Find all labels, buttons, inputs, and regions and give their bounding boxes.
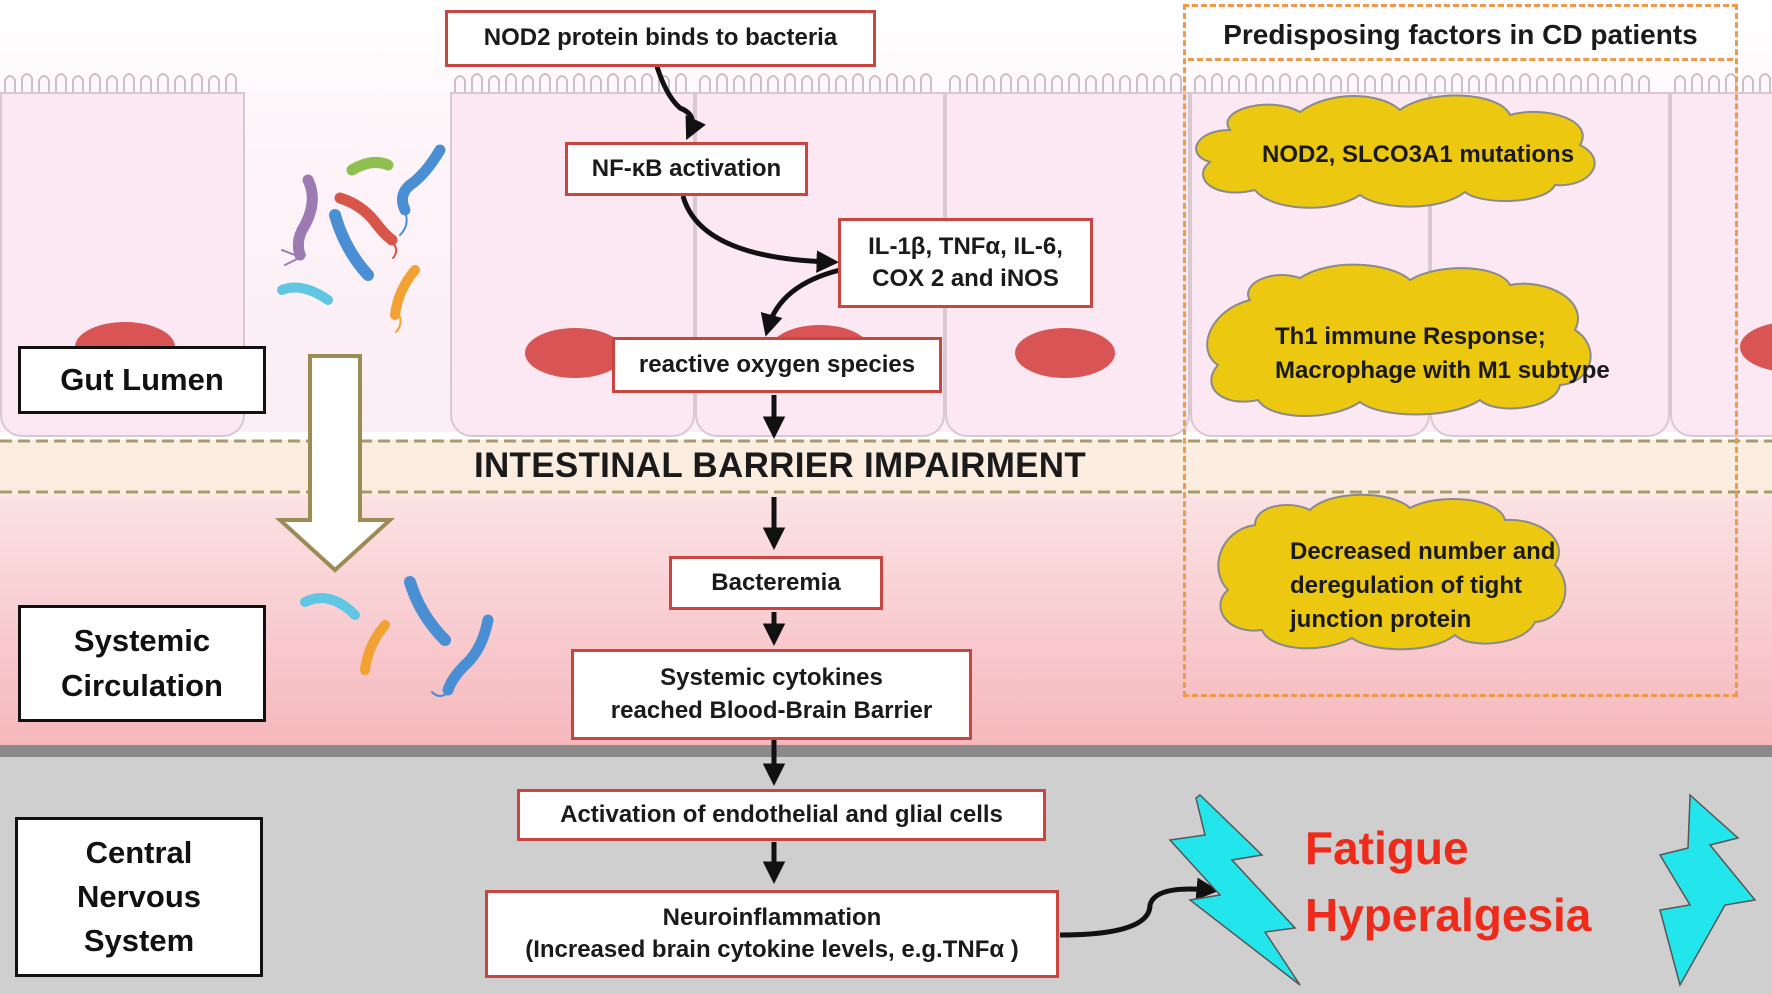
microvilli	[1434, 73, 1771, 92]
bacterium	[431, 691, 449, 697]
bacterium	[399, 211, 408, 236]
outcome-hyperalgesia: Hyperalgesia	[1305, 888, 1592, 941]
bacterium	[277, 282, 333, 305]
step-neuroinflammation: Neuroinflammation (Increased brain cytok…	[485, 890, 1059, 978]
outcomes: Fatigue Hyperalgesia	[1305, 815, 1591, 948]
factor-immune-text: Th1 immune Response; Macrophage with M1 …	[1275, 323, 1610, 385]
step-text: Systemic cytokines reached Blood-Brain B…	[610, 664, 933, 724]
step-systemic-cytokines: Systemic cytokines reached Blood-Brain B…	[571, 649, 972, 740]
bacterium	[334, 192, 398, 246]
flow-arrow	[652, 59, 706, 141]
step-cytokines: IL-1β, TNFα, IL-6, COX 2 and iNOS	[838, 218, 1093, 308]
barrier-band	[0, 440, 1772, 495]
flow-arrow	[760, 267, 841, 337]
factor-genetic: NOD2, SLCO3A1 mutations	[1262, 138, 1574, 172]
step-text: NF-κB activation	[591, 154, 782, 182]
step-text: reactive oxygen species	[638, 350, 916, 378]
translocation-arrow	[274, 354, 396, 573]
step-ros: reactive oxygen species	[612, 337, 942, 393]
step-endothelial-glial-activation: Activation of endothelial and glial cell…	[517, 789, 1046, 841]
region-cns: Central Nervous System	[15, 817, 263, 977]
region-gut-lumen-label: Gut Lumen	[60, 361, 224, 397]
flow-arrow	[1059, 877, 1219, 938]
step-nfkb-activation: NF-κB activation	[565, 142, 808, 196]
predisposing-factors-title: Predisposing factors in CD patients	[1188, 14, 1733, 56]
bacterium	[395, 316, 402, 333]
epithelial-cell	[1670, 92, 1772, 437]
cell-nucleus	[525, 328, 625, 378]
step-nod2-binding: NOD2 protein binds to bacteria	[445, 10, 876, 67]
region-systemic-circulation: Systemic Circulation	[18, 605, 266, 722]
microvilli	[949, 73, 1427, 92]
bacterium	[390, 265, 420, 320]
step-text: IL-1β, TNFα, IL-6, COX 2 and iNOS	[868, 232, 1063, 292]
bacterium	[346, 156, 394, 176]
outcome-fatigue: Fatigue	[1305, 822, 1469, 874]
factor-cloud	[1217, 493, 1567, 651]
factor-cloud	[1195, 94, 1596, 209]
factor-tight-junction: Decreased number and deregulation of tig…	[1290, 535, 1555, 637]
bacterium	[300, 593, 360, 620]
factor-immune: Th1 immune Response; Macrophage with M1 …	[1275, 320, 1610, 388]
predisposing-factors-panel	[1183, 4, 1738, 697]
bacterium	[360, 620, 390, 675]
microvilli	[454, 73, 932, 92]
lightning-icon	[1168, 794, 1301, 986]
factor-tight-junction-text: Decreased number and deregulation of tig…	[1290, 538, 1556, 634]
microvilli	[4, 73, 237, 92]
cell-nucleus	[1015, 328, 1115, 378]
factor-genetic-text: NOD2, SLCO3A1 mutations	[1262, 141, 1575, 168]
barrier-label: INTESTINAL BARRIER IMPAIRMENT	[473, 446, 1087, 485]
step-text: Bacteremia	[711, 568, 841, 596]
step-text: Activation of endothelial and glial cell…	[560, 800, 1003, 828]
flow-arrow	[680, 195, 839, 273]
bacterium	[442, 614, 494, 696]
bacterium	[281, 249, 306, 266]
lightning-icon	[1658, 793, 1757, 987]
step-text: NOD2 protein binds to bacteria	[483, 24, 838, 52]
bacterium	[329, 209, 374, 281]
bacterium	[391, 241, 398, 259]
region-systemic-circulation-label: Systemic Circulation	[61, 623, 223, 703]
step-bacteremia: Bacteremia	[669, 556, 883, 610]
bacterium	[396, 144, 446, 216]
step-text: Neuroinflammation (Increased brain cytok…	[525, 903, 1019, 963]
region-cns-label: Central Nervous System	[76, 834, 202, 958]
region-gut-lumen: Gut Lumen	[18, 346, 266, 414]
bacterium	[292, 174, 318, 261]
bacterium	[404, 576, 451, 646]
factor-cloud	[1206, 263, 1592, 418]
blood-brain-divider	[0, 745, 1772, 757]
title-divider	[1188, 58, 1733, 61]
